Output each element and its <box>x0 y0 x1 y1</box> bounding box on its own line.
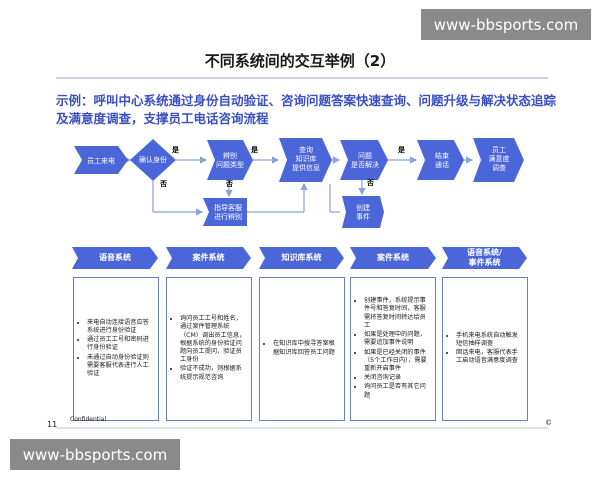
list-item: 验证不成功，则根据系统提示规范咨询 <box>180 365 246 381</box>
list-item: 询问员工是否有其它问题 <box>364 383 430 399</box>
col-header-shape-2 <box>166 247 251 269</box>
col-header-voice: 语音系统 <box>72 247 158 269</box>
node-query-kb-line1: 查询 <box>299 145 313 154</box>
node-guide-cs: 指导客服 进行辨别 <box>203 198 247 226</box>
label-no-2: 否 <box>225 180 233 188</box>
node-end-call-line1: 结束 <box>435 151 449 160</box>
node-query-kb-line3: 提供信息 <box>292 163 320 172</box>
col-box-case-2: 创建事件，系统提示事件号和答复时间，客服需将答复时间转达给员工 如果是处理中的问… <box>350 277 436 421</box>
node-verify-identity: 确认身份 <box>130 139 176 181</box>
col-header-voice-event-line2: 事件系统 <box>468 258 501 267</box>
list-item: 关闭咨询记录 <box>364 374 430 382</box>
list-item: 在知识库中搜寻答案根据知识库回答员工问题 <box>273 340 339 356</box>
label-no-1: 否 <box>159 180 167 188</box>
copyright-mark: © <box>545 419 552 427</box>
col-box-case: 询问员工工号和姓名，通过案件管理系统（CM）调出员工信息，根据系统的身份验证问题… <box>166 277 252 421</box>
list-item: 询问员工工号和姓名，通过案件管理系统（CM）调出员工信息，根据系统的身份验证问题… <box>180 315 246 364</box>
list-item: 固话来电，客服代表手工启动语音满意度调查 <box>456 349 522 365</box>
node-query-kb-line2: 知识库 <box>296 154 317 163</box>
label-no-3: 否 <box>366 179 374 187</box>
col-header-shape-1 <box>72 247 158 269</box>
list-item: 通过员工工号和密码进行身份验证 <box>87 336 153 352</box>
col-header-voice-event: 语音系统/事件系统 <box>442 247 527 269</box>
col-header-shape-3 <box>259 247 344 269</box>
list-item: 来电自动连接语音应答系统进行身份验证 <box>87 319 153 335</box>
node-create-case-line2: 事件 <box>356 212 370 221</box>
col-header-case-2-label: 案件系统 <box>377 253 409 262</box>
node-satisfaction-survey: 员工 满意度 调查 <box>473 138 524 182</box>
col-box-voice-event: 手机来电系统自动触发短信抽样调查 固话来电，客服代表手工启动语音满意度调查 <box>442 277 528 421</box>
node-issue-solved: 问题 是否解决 <box>340 140 388 180</box>
label-yes-2: 是 <box>250 145 259 154</box>
list-item: 如果是已经关闭的事件（5个工作日内），需要重新开启事件 <box>364 349 430 374</box>
node-identify-type: 辨别 问题类型 <box>207 140 253 180</box>
node-guide-cs-line2: 进行辨别 <box>214 212 242 221</box>
node-employee-call: 员工来电 <box>74 146 128 174</box>
node-create-case: 创建 事件 <box>342 196 384 228</box>
col-box-kb: 在知识库中搜寻答案根据知识库回答员工问题 <box>259 277 345 421</box>
subtitle-text: 呼叫中心系统通过身份自动验证、咨询问题答案快速查询、问题升级与解决状态追踪及满意… <box>56 93 557 126</box>
subtitle: 示例：呼叫中心系统通过身份自动验证、咨询问题答案快速查询、问题升级与解决状态追踪… <box>56 92 566 128</box>
col-header-case: 案件系统 <box>166 247 251 269</box>
col-header-voice-label: 语音系统 <box>99 253 131 262</box>
list-item: 未通过自动身份验证则需要客服代表进行人工验证 <box>87 354 153 379</box>
watermark-top: www-bbsports.com <box>421 9 591 40</box>
page-title: 不同系统间的交互举例（2） <box>204 52 396 70</box>
node-survey-line2: 满意度 <box>489 154 510 163</box>
label-yes-1: 是 <box>171 145 180 154</box>
node-identify-type-line2: 问题类型 <box>216 160 244 169</box>
col-header-voice-event-line1: 语音系统/ <box>467 248 502 257</box>
node-employee-call-label: 员工来电 <box>87 156 115 165</box>
node-survey-line1: 员工 <box>492 146 506 154</box>
col-box-voice: 来电自动连接语音应答系统进行身份验证 通过员工工号和密码进行身份验证 未通过自动… <box>73 277 159 421</box>
list-item: 手机来电系统自动触发短信抽样调查 <box>456 332 522 348</box>
col-header-shape-4 <box>350 247 436 269</box>
col-header-kb-label: 知识库系统 <box>281 253 322 262</box>
list-item: 如果是处理中的问题，需要追加事件说明 <box>364 331 430 347</box>
page-number: 11 <box>47 420 58 429</box>
node-issue-solved-line2: 是否解决 <box>351 160 379 169</box>
node-query-kb: 查询 知识库 提供信息 <box>279 138 332 182</box>
node-end-call-line2: 通话 <box>435 160 449 169</box>
col-header-shape-5 <box>442 247 527 269</box>
node-identify-type-line1: 辨别 <box>223 151 237 160</box>
confidential-label: Confidential <box>70 416 107 423</box>
node-issue-solved-line1: 问题 <box>358 152 372 160</box>
label-yes-3: 是 <box>397 145 406 154</box>
col-header-case-label: 案件系统 <box>192 253 225 262</box>
list-item: 创建事件，系统提示事件号和答复时间，客服需将答复时间转达给员工 <box>364 297 430 330</box>
watermark-bottom: www-bbsports.com <box>10 439 180 470</box>
col-header-kb: 知识库系统 <box>259 247 344 269</box>
node-guide-cs-line1: 指导客服 <box>214 203 242 212</box>
node-survey-line3: 调查 <box>492 163 506 172</box>
col-header-case-2: 案件系统 <box>350 247 436 269</box>
subtitle-label: 示例： <box>56 93 94 108</box>
node-verify-identity-label: 确认身份 <box>139 155 167 164</box>
node-create-case-line1: 创建 <box>356 203 370 212</box>
node-end-call: 结束 通话 <box>417 140 464 180</box>
